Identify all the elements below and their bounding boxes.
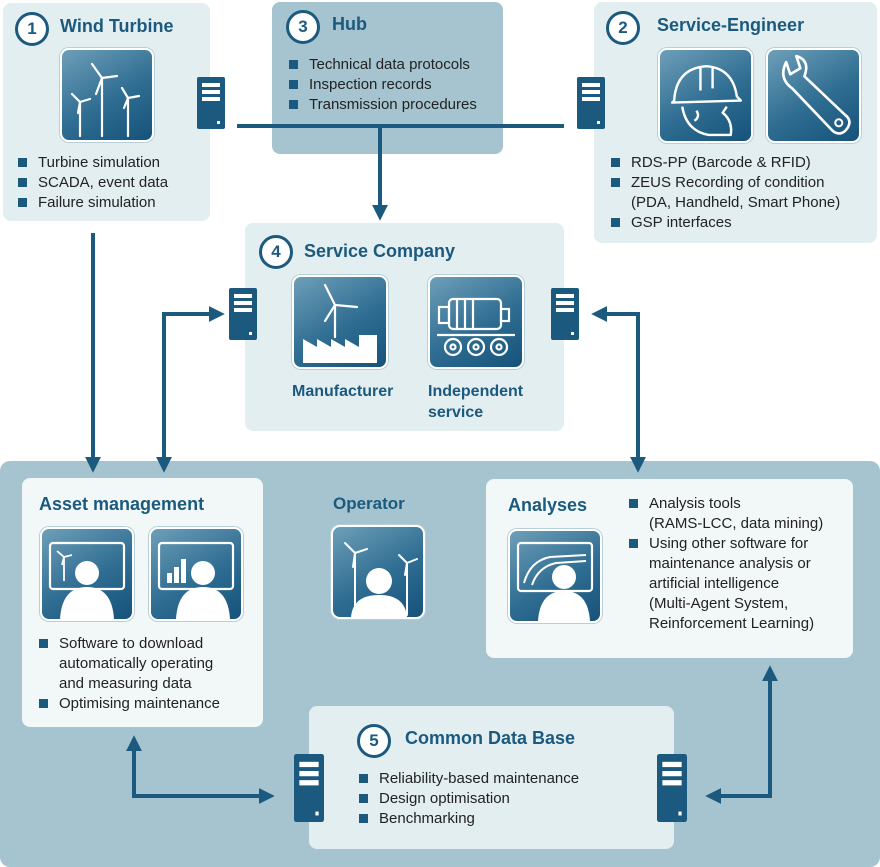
list-item: Turbine simulation: [18, 153, 168, 173]
server-icon: [577, 77, 605, 129]
asset-management-panel: Asset management Software to download au…: [22, 478, 263, 727]
step-number-2: 2: [606, 11, 640, 45]
list-item: ZEUS Recording of condition (PDA, Handhe…: [611, 173, 840, 213]
list-item: Failure simulation: [18, 193, 168, 213]
list-item: GSP interfaces: [611, 213, 840, 233]
step-number-5: 5: [357, 724, 391, 758]
service-company-panel: 4 Service Company Manufacturer Independe…: [245, 223, 564, 431]
server-icon: [294, 754, 324, 822]
wind-turbine-title: Wind Turbine: [60, 16, 174, 36]
list-item: Transmission procedures: [289, 95, 477, 115]
analyses-panel: Analyses Analysis tools (RAMS-LCC, data …: [486, 479, 853, 658]
generator-wagon-icon: [428, 275, 524, 369]
service-company-title: Service Company: [304, 241, 456, 261]
common-data-base-list: Reliability-based maintenance Design opt…: [359, 769, 579, 829]
list-item: Inspection records: [289, 75, 477, 95]
common-data-base-title: Common Data Base: [405, 728, 576, 748]
user-line-chart-screen-icon: [508, 529, 602, 623]
operator-turbines-icon: [331, 525, 425, 619]
service-engineer-list: RDS-PP (Barcode & RFID) ZEUS Recording o…: [611, 153, 840, 233]
server-icon: [197, 77, 225, 129]
wind-turbine-panel: 1 Wind Turbine Turbine simulation SCADA,…: [3, 3, 210, 221]
analyses-title: Analyses: [508, 495, 588, 515]
hub-panel: 3 Hub Technical data protocols Inspectio…: [272, 2, 503, 154]
independent-service-label: Independent service: [428, 383, 524, 421]
hard-hat-worker-icon: [658, 48, 753, 143]
list-item: Design optimisation: [359, 789, 579, 809]
server-icon: [657, 754, 687, 822]
asset-to-database-link: [126, 735, 275, 804]
step-number-4: 4: [259, 235, 293, 269]
factory-turbine-icon: [292, 275, 388, 369]
step-number-1: 1: [15, 12, 49, 46]
service-company-analyses-link: [591, 306, 646, 473]
list-item: Optimising maintenance: [39, 694, 220, 714]
list-item: Using other software for maintenance ana…: [629, 534, 823, 634]
hub-list: Technical data protocols Inspection reco…: [289, 55, 477, 115]
operator-title: Operator: [333, 494, 405, 513]
wind-turbines-icon: [60, 48, 154, 142]
service-engineer-panel: 2 Service-Engineer RDS-PP (Barcode & RFI…: [594, 2, 877, 243]
server-icon: [551, 288, 579, 340]
list-item: Benchmarking: [359, 809, 579, 829]
list-item: Analysis tools (RAMS-LCC, data mining): [629, 494, 823, 534]
list-item: RDS-PP (Barcode & RFID): [611, 153, 840, 173]
wrench-icon: [766, 48, 861, 143]
hub-title: Hub: [332, 14, 367, 34]
service-engineer-title: Service-Engineer: [657, 15, 805, 35]
database-to-analyses-link: [705, 665, 778, 804]
analyses-list: Analysis tools (RAMS-LCC, data mining) U…: [629, 494, 823, 634]
user-turbine-screen-icon: [40, 527, 134, 621]
manufacturer-label: Manufacturer: [292, 383, 394, 400]
service-company-asset-link: [156, 306, 225, 473]
server-icon: [229, 288, 257, 340]
list-item: Reliability-based maintenance: [359, 769, 579, 789]
list-item: SCADA, event data: [18, 173, 168, 193]
step-number-3: 3: [286, 10, 320, 44]
common-data-base-panel: 5 Common Data Base Reliability-based mai…: [309, 706, 674, 849]
list-item: Technical data protocols: [289, 55, 477, 75]
asset-management-list: Software to download automatically opera…: [39, 634, 220, 714]
user-bar-chart-screen-icon: [149, 527, 243, 621]
wind-turbine-list: Turbine simulation SCADA, event data Fai…: [18, 153, 168, 213]
list-item: Software to download automatically opera…: [39, 634, 220, 694]
asset-management-title: Asset management: [39, 494, 205, 514]
